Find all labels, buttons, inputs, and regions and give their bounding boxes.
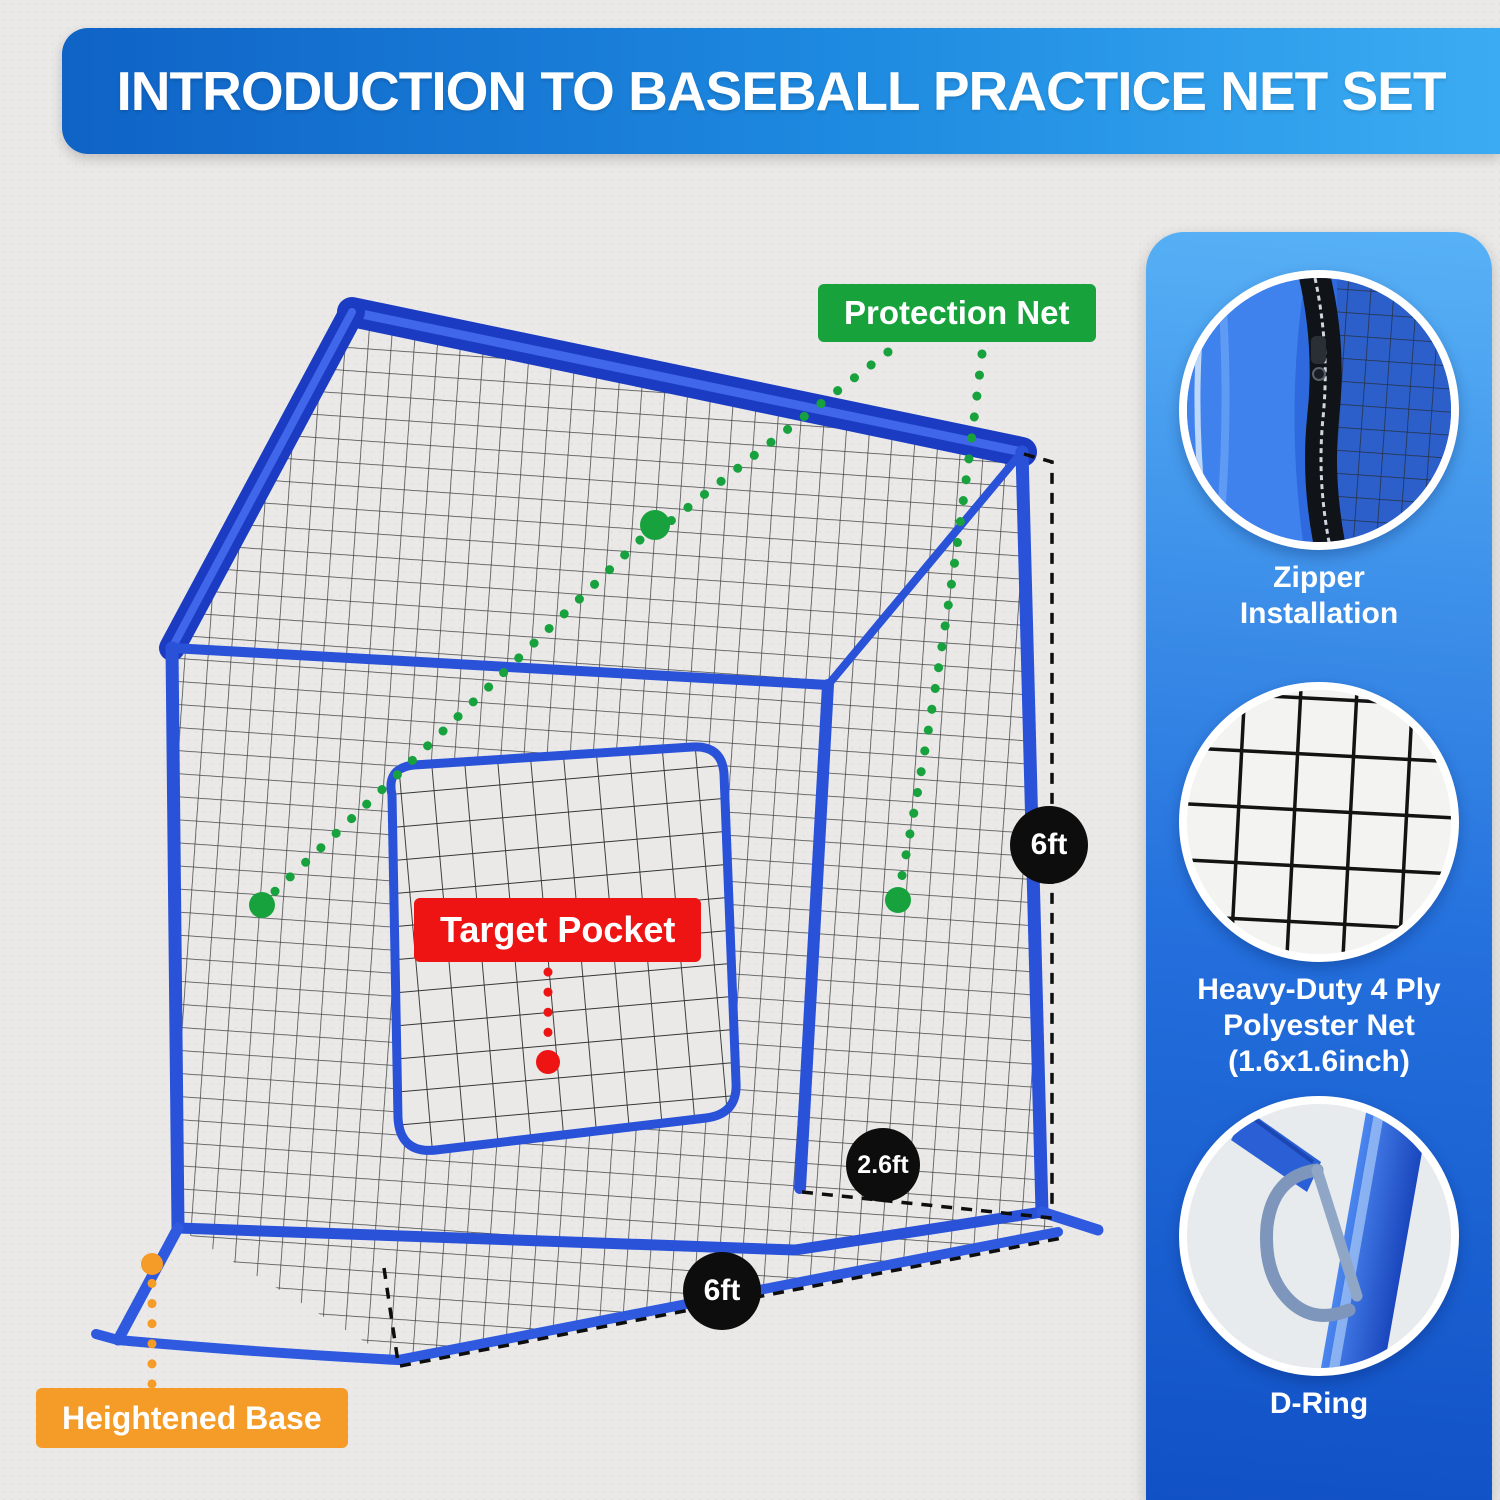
dimension-lines <box>382 452 1063 1368</box>
header-banner: INTRODUCTION TO BASEBALL PRACTICE NET SE… <box>62 28 1500 154</box>
carabiner <box>1260 1163 1356 1322</box>
zipper-pull <box>1311 336 1326 364</box>
callout-heightened-base: Heightened Base <box>36 1388 348 1448</box>
d-ring-graphic <box>1187 1104 1451 1368</box>
callout-leader-lines <box>147 347 987 1389</box>
feature-label-d-ring: D-Ring <box>1269 1387 1369 1420</box>
target-pocket-dot <box>536 1050 560 1074</box>
feature-zipper-installation: Zipper Installation <box>1179 270 1459 632</box>
protection-net-dot-top <box>640 510 670 540</box>
net-closeup-graphic <box>1187 690 1451 954</box>
protection-net-dot-right <box>885 887 911 913</box>
d-ring-photo <box>1179 1096 1459 1376</box>
feature-label-net: Heavy-Duty 4 Ply Polyester Net (1.6x1.6i… <box>1197 973 1441 1078</box>
feature-label-zipper: Zipper Installation <box>1239 561 1399 630</box>
callout-dots <box>141 510 911 1275</box>
callout-target-pocket: Target Pocket <box>414 898 702 962</box>
feature-d-ring: D-Ring <box>1179 1096 1459 1422</box>
dimension-width-badge: 6ft <box>683 1252 761 1330</box>
callout-protection-net: Protection Net <box>818 284 1096 342</box>
polyester-net-photo <box>1179 682 1459 962</box>
dimension-height-badge: 6ft <box>1010 806 1088 884</box>
zipper-installation-photo <box>1179 270 1459 550</box>
practice-net-mesh <box>172 312 1058 1362</box>
zipper-photo-graphic <box>1187 278 1451 542</box>
features-sidebar: Zipper Installation Heavy-Duty 4 Ply Pol… <box>1146 232 1492 1500</box>
page-title: INTRODUCTION TO BASEBALL PRACTICE NET SE… <box>116 60 1447 122</box>
heightened-base-dot <box>141 1253 163 1275</box>
protection-net-dot-left <box>249 892 275 918</box>
dimension-depth-badge: 2.6ft <box>846 1128 920 1202</box>
feature-polyester-net: Heavy-Duty 4 Ply Polyester Net (1.6x1.6i… <box>1179 682 1459 1080</box>
